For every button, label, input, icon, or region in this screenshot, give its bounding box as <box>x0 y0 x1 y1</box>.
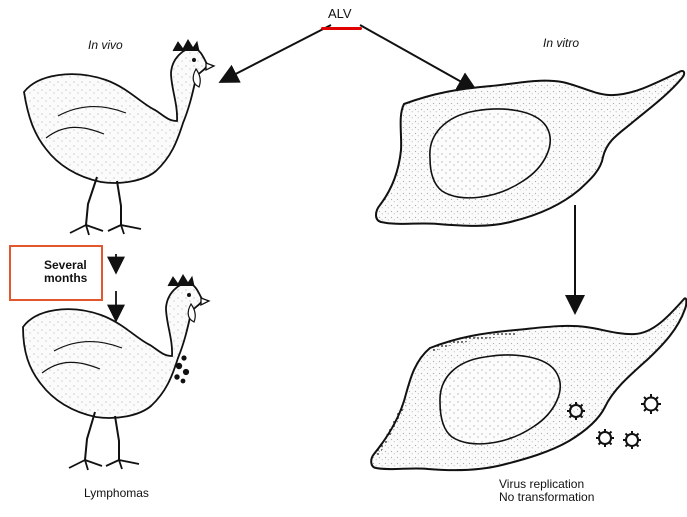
virion-icon <box>641 394 661 414</box>
no-transformation-label: No transformation <box>499 491 659 504</box>
main-arrows <box>222 25 474 89</box>
fibroblast-cell-icon <box>376 71 684 226</box>
arrow-in-vivo <box>222 25 331 81</box>
healthy-chicken-icon <box>24 40 214 235</box>
arrow-in-vitro <box>360 25 474 89</box>
title-underline <box>321 27 362 30</box>
virion-icon <box>623 431 641 449</box>
virus-result-label: Virus replication No transformation <box>499 478 659 504</box>
infected-cell-icon <box>371 298 686 470</box>
virion-icon <box>596 429 614 447</box>
title-label: ALV <box>328 6 352 21</box>
lymphomas-label: Lymphomas <box>84 486 149 500</box>
several-months-label: Several months <box>44 259 104 284</box>
in-vitro-label: In vitro <box>543 36 579 50</box>
in-vivo-label: In vivo <box>88 38 123 52</box>
